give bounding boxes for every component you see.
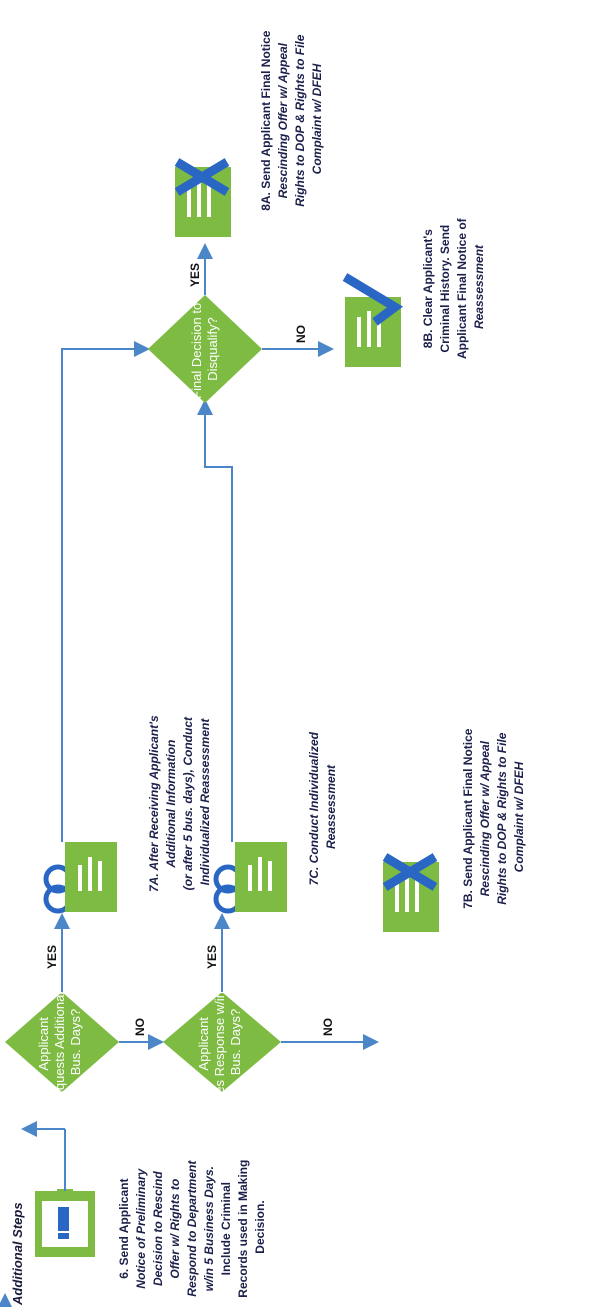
step-8b-text: 8B. Clear Applicant's Criminal History. … bbox=[421, 215, 486, 359]
step-6-line: Include Criminal bbox=[219, 1182, 233, 1275]
step-6-line: Decision to Rescind bbox=[151, 1171, 165, 1286]
step-6-line: w/in 5 Business Days. bbox=[202, 1166, 216, 1291]
step-7c-line: Reassessment bbox=[324, 764, 338, 849]
svg-text:6. Send Applicant Notice: 6. Send Applicant Notice of Preliminary … bbox=[117, 1156, 267, 1297]
step-8a-line: 8A. Send Applicant Final Notice bbox=[259, 30, 273, 211]
decision-line: Bus. Days? bbox=[68, 1009, 83, 1075]
decision-line: Requests Additional 5 bbox=[52, 981, 67, 1107]
step-6-text: 6. Send Applicant Notice of Preliminary … bbox=[117, 1156, 267, 1298]
step-7c-line: 7C. Conduct Individualized bbox=[307, 731, 321, 885]
svg-text:8B. Clear Applicant's Cr: 8B. Clear Applicant's Criminal History. … bbox=[421, 215, 486, 359]
step-6-line: Offer w/ Rights to bbox=[168, 1179, 182, 1279]
decision-line: Files Response w/in 5 bbox=[212, 980, 227, 1107]
step-8b-line: Reassessment bbox=[472, 244, 486, 329]
step-7b-text: 7B. Send Applicant Final Notice Rescindi… bbox=[461, 725, 526, 909]
step-7a-line: 7A. After Receiving Applicant's bbox=[147, 715, 161, 892]
flow-arrow bbox=[61, 341, 150, 842]
step-6-line: Decision. bbox=[253, 1200, 267, 1253]
document-x-icon bbox=[382, 853, 439, 932]
svg-text:8A. Send Applicant Final Notic: 8A. Send Applicant Final Notice Rescindi… bbox=[259, 27, 324, 211]
svg-text:Applicant Files Response: Applicant Files Response w/in 5 Bus. Day… bbox=[196, 977, 243, 1108]
svg-text:Final Decision to Disqua: Final Decision to Disqualify? bbox=[189, 299, 220, 399]
yes-label: YES bbox=[205, 945, 219, 969]
step-8b-line: Applicant Final Notice of bbox=[455, 217, 469, 359]
step-7b-line: Rights to DOP & Rights to File bbox=[495, 732, 509, 905]
decision-additional-days: Applicant Requests Additional 5 Bus. Day… bbox=[5, 977, 119, 1107]
svg-text:7B. Send Applicant Final Notic: 7B. Send Applicant Final Notice Rescindi… bbox=[461, 725, 526, 909]
step-8a-line: Complaint w/ DFEH bbox=[310, 63, 324, 174]
step-8a-line: Rights to DOP & Rights to File bbox=[293, 34, 307, 207]
step-7b-line: Rescinding Offer w/ Appeal bbox=[478, 740, 492, 896]
no-label: NO bbox=[294, 325, 308, 343]
step-8a-text: 8A. Send Applicant Final Notice Rescindi… bbox=[259, 27, 324, 211]
yes-label: YES bbox=[45, 945, 59, 969]
step-6-line: Respond to Department bbox=[185, 1160, 199, 1297]
step-7b-line: Complaint w/ DFEH bbox=[512, 761, 526, 872]
svg-text:7C. Conduct Individualized: 7C. Conduct Individualized Reassessment bbox=[307, 729, 338, 886]
additional-steps-label: Additional Steps bbox=[10, 1202, 25, 1306]
step-7a-line: Individualized Reassessment bbox=[198, 718, 212, 886]
decision-response-filed: Applicant Files Response w/in 5 Bus. Day… bbox=[163, 977, 281, 1108]
decision-line: Bus. Days? bbox=[228, 1009, 243, 1075]
svg-text:Applicant Requests Addit: Applicant Requests Additional 5 Bus. Day… bbox=[36, 977, 83, 1106]
exclamation-clipboard-icon bbox=[35, 1189, 95, 1257]
step-7a-text: 7A. After Receiving Applicant's Addition… bbox=[147, 712, 212, 892]
decision-line: Final Decision to bbox=[189, 303, 204, 399]
glasses-document-icon bbox=[43, 842, 117, 914]
svg-text:7A. After Receiving Applicant': 7A. After Receiving Applicant's Addition… bbox=[147, 712, 212, 892]
step-7a-line: Additional Information bbox=[164, 740, 178, 869]
step-8a-line: Rescinding Offer w/ Appeal bbox=[276, 42, 290, 198]
step-7b-line: 7B. Send Applicant Final Notice bbox=[461, 728, 475, 909]
step-7c-text: 7C. Conduct Individualized Reassessment bbox=[307, 729, 338, 886]
decision-line: Disqualify? bbox=[205, 317, 220, 381]
step-8b-line: Criminal History. Send bbox=[438, 225, 452, 353]
no-label: NO bbox=[321, 1018, 335, 1036]
no-label: NO bbox=[133, 1018, 147, 1036]
yes-label: YES bbox=[188, 263, 202, 287]
decision-line: Applicant bbox=[196, 1017, 211, 1071]
step-6-line: Notice of Preliminary bbox=[134, 1167, 148, 1288]
glasses-document-icon bbox=[213, 842, 287, 914]
flow-arrow bbox=[197, 399, 233, 842]
step-6-line: Records used in Making bbox=[236, 1160, 250, 1298]
step-6-line: 6. Send Applicant bbox=[117, 1179, 131, 1279]
step-7a-line: (or after 5 bus. days), Conduct bbox=[181, 716, 195, 890]
decision-final-disqualify: Final Decision to Disqualify? bbox=[148, 295, 262, 403]
step-8b-line: 8B. Clear Applicant's bbox=[421, 229, 435, 348]
document-check-icon bbox=[342, 273, 404, 367]
document-x-icon bbox=[174, 158, 231, 237]
decision-line: Applicant bbox=[36, 1017, 51, 1071]
